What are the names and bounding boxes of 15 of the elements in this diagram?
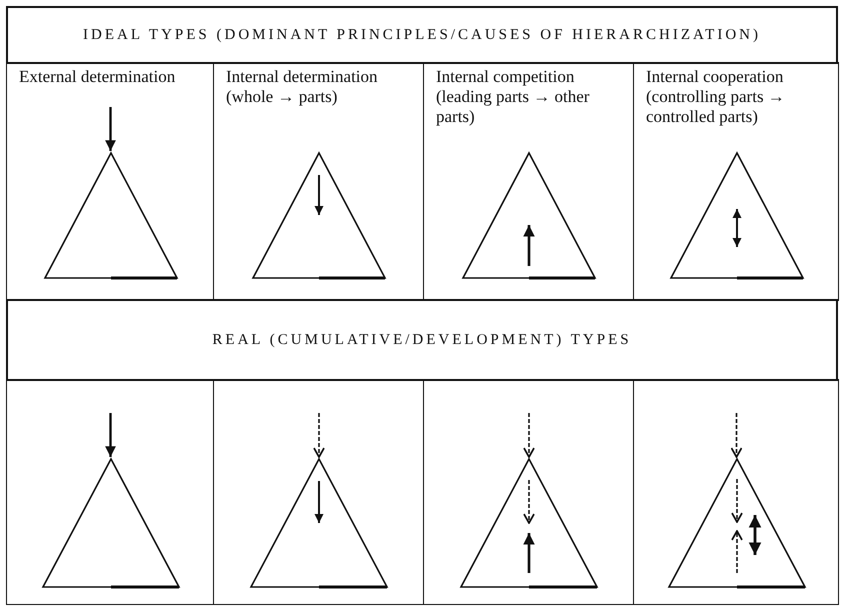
- arrow: [313, 413, 325, 458]
- section-heading: REAL (CUMULATIVE/DEVELOPMENT) TYPES: [212, 332, 632, 348]
- cell-heading: Internal cooperation (controlling parts → controlled parts): [646, 67, 786, 127]
- cell-heading: Internal determination (whole → parts): [226, 67, 379, 107]
- cell-heading: Internal competition (leading parts → other parts): [436, 67, 590, 127]
- arrow: [730, 413, 742, 458]
- table-cell: [6, 379, 214, 605]
- arrow: [523, 413, 535, 458]
- table-cell: [633, 379, 839, 605]
- arrow: [105, 413, 116, 457]
- header-band: [6, 6, 838, 64]
- arrow: [105, 107, 116, 151]
- header-band: [6, 299, 838, 381]
- cell-heading: External determination: [19, 67, 176, 87]
- section-heading: IDEAL TYPES (DOMINANT PRINCIPLES/CAUSES OF HIERARCHIZATION): [83, 26, 761, 44]
